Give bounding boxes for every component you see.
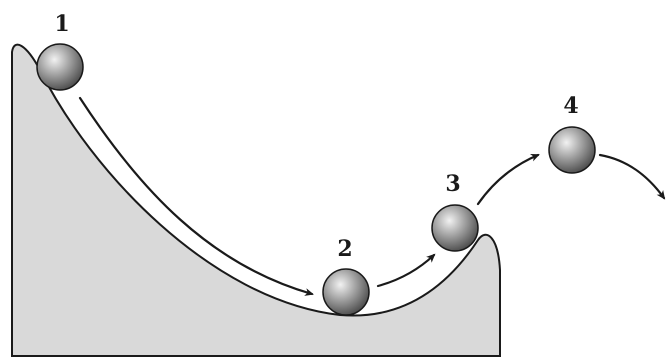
ball-2-label: 2: [337, 236, 352, 262]
fall-arrow: [598, 153, 666, 200]
valley-ground: [11, 43, 501, 357]
launch-arrow: [476, 153, 540, 206]
ball-4-label: 4: [563, 93, 578, 119]
slope-path-arrow: [78, 96, 314, 296]
rise-arrow: [376, 253, 436, 288]
ball-4: [548, 126, 596, 174]
ball-1-label: 1: [54, 11, 69, 37]
ball-3-label: 3: [445, 171, 460, 197]
ball-1: [36, 43, 84, 91]
ball-3: [431, 204, 479, 252]
ball-2: [322, 268, 370, 316]
